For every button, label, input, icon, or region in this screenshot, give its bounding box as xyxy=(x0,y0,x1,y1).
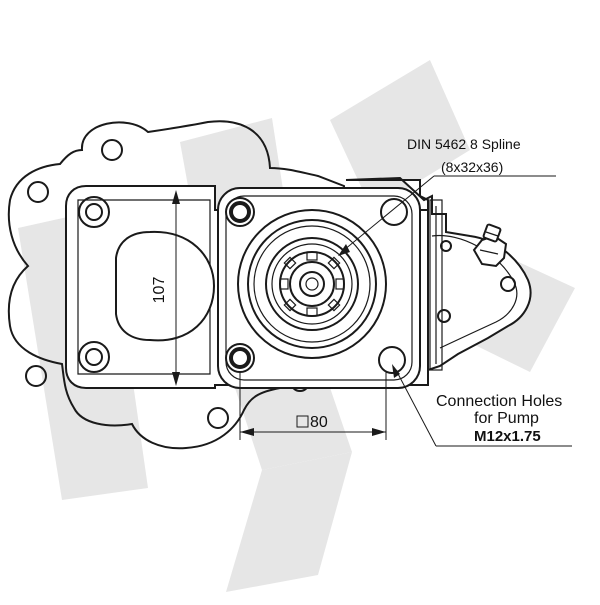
spline-leader xyxy=(338,175,556,256)
flange-bolt-hole-1 xyxy=(101,139,123,161)
spline-label-line1: DIN 5462 8 Spline xyxy=(407,136,521,152)
spline-teeth xyxy=(279,251,345,317)
spline-label-line2: (8x32x36) xyxy=(441,159,503,175)
valve-hole-1 xyxy=(440,240,452,252)
side-valve-block xyxy=(345,176,532,372)
plate-bolt-top-left xyxy=(225,197,255,227)
connection-label-line1: Connection Holes xyxy=(436,393,562,410)
grease-nipple xyxy=(472,223,508,268)
valve-hole-3 xyxy=(437,309,451,323)
plate-bolt-top-right xyxy=(380,198,408,226)
connection-label-line2: for Pump xyxy=(474,410,539,427)
horizontal-dimension-value: 80 xyxy=(310,414,328,431)
housing-bolt-bottom xyxy=(78,341,110,373)
vertical-dimension-value: 107 xyxy=(151,277,168,304)
connection-label-line3: M12x1.75 xyxy=(474,428,541,445)
output-shaft xyxy=(237,209,387,359)
horizontal-dimension xyxy=(239,372,387,440)
connection-leader xyxy=(392,364,572,447)
vertical-dimension xyxy=(172,190,180,386)
flange-bolt-hole-2 xyxy=(27,181,49,203)
housing-bolt-top xyxy=(78,196,110,228)
mounting-flange xyxy=(7,120,350,450)
flange-bolt-hole-3 xyxy=(25,365,47,387)
valve-hole-2 xyxy=(500,276,516,292)
flange-bolt-hole-4 xyxy=(207,407,229,429)
connection-hole-bottom-right xyxy=(378,346,406,374)
